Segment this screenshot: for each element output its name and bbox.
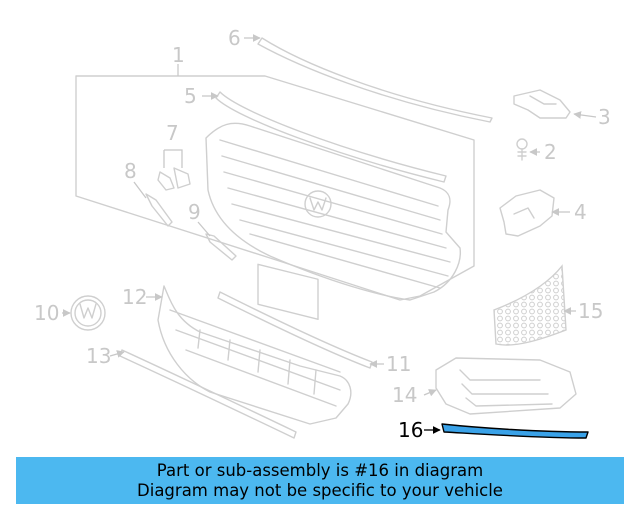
banner-line-1: Part or sub-assembly is #16 in diagram (156, 461, 484, 480)
part-12-lower-grille (157, 285, 352, 425)
part-10-emblem (70, 295, 106, 331)
callout-14: 14 (392, 383, 417, 407)
info-banner: Part or sub-assembly is #16 in diagram D… (16, 457, 624, 504)
part-14-fog-grille (435, 357, 577, 415)
part-15-honeycomb (493, 264, 567, 346)
callout-3: 3 (598, 105, 611, 129)
callout-15: 15 (578, 299, 603, 323)
callout-1: 1 (172, 43, 185, 67)
part-6-upper-trim (257, 37, 493, 123)
callout-12: 12 (122, 285, 147, 309)
banner-line-2: Diagram may not be specific to your vehi… (137, 481, 503, 500)
part-13-strip (119, 349, 297, 439)
callout-10: 10 (34, 301, 59, 325)
part-9-trim (205, 233, 237, 261)
main-grille (205, 122, 461, 321)
part-4-clip (499, 189, 555, 237)
callout-11: 11 (386, 352, 411, 376)
callout-6: 6 (228, 26, 241, 50)
part-2-screw (516, 138, 528, 161)
callout-13: 13 (86, 344, 111, 368)
callout-9: 9 (188, 200, 201, 224)
callout-7: 7 (166, 121, 179, 145)
part-7-bracket (157, 149, 191, 191)
part-8-trim (145, 193, 173, 227)
part-5-chrome-strip (215, 91, 447, 183)
parts-diagram: 1 2 3 4 5 6 7 8 9 10 11 12 13 14 15 16 (34, 26, 611, 442)
callout-2: 2 (544, 140, 557, 164)
part-3-bracket (513, 89, 571, 119)
callout-4: 4 (574, 200, 587, 224)
callout-8: 8 (124, 159, 137, 183)
part-11-strip (217, 291, 373, 369)
leader-lines (62, 34, 597, 434)
callout-5: 5 (184, 84, 197, 108)
callout-16: 16 (398, 418, 423, 442)
part-16-highlighted-strip (441, 423, 589, 439)
